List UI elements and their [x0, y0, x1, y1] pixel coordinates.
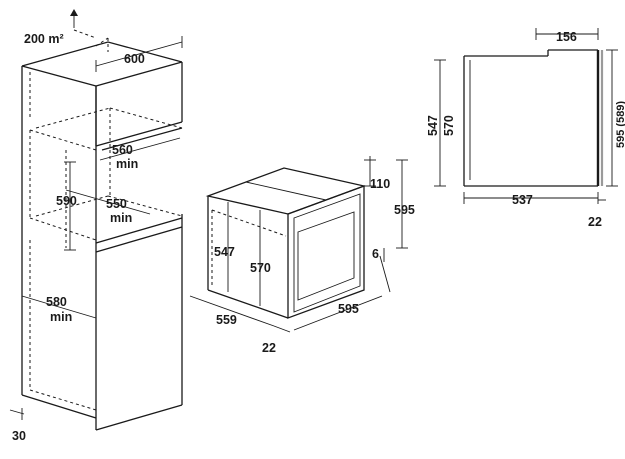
- label-side-depth: 537: [512, 193, 533, 207]
- label-cabinet-depth: 580: [46, 295, 67, 309]
- label-oven-body-height-570: 570: [250, 261, 271, 275]
- label-ventilation: 200 m²: [24, 32, 64, 46]
- label-side-height-547: 547: [426, 115, 440, 136]
- label-oven-bottom-gap: 6: [372, 247, 379, 261]
- label-niche-inner-width: 560: [112, 143, 133, 157]
- label-side-total-height: 595 (589): [615, 101, 625, 148]
- cabinet-drawing: [21, 9, 183, 431]
- label-oven-top-gap: 110: [370, 177, 390, 191]
- label-oven-body-height-547: 547: [214, 245, 235, 259]
- label-oven-width: 595: [338, 302, 359, 316]
- oven-dimensions: [189, 156, 408, 333]
- label-oven-front-offset: 22: [262, 341, 276, 355]
- label-niche-depth: 550: [106, 197, 127, 211]
- label-cabinet-depth-note: min: [50, 310, 72, 324]
- cabinet-dimensions: [9, 36, 183, 420]
- oven-drawing: [205, 167, 367, 319]
- label-side-front-depth: 22: [588, 215, 602, 229]
- label-side-top-width: 156: [556, 30, 577, 44]
- label-niche-width: 600: [124, 52, 145, 66]
- label-niche-inner-width-note: min: [116, 157, 138, 171]
- label-oven-height: 595: [394, 203, 415, 217]
- label-oven-body-depth: 559: [216, 313, 237, 327]
- label-niche-height: 590: [56, 194, 77, 208]
- label-niche-depth-note: min: [110, 211, 132, 225]
- label-plinth: 30: [12, 429, 26, 443]
- side-view-drawing: [434, 28, 618, 204]
- label-side-height-570: 570: [442, 115, 456, 136]
